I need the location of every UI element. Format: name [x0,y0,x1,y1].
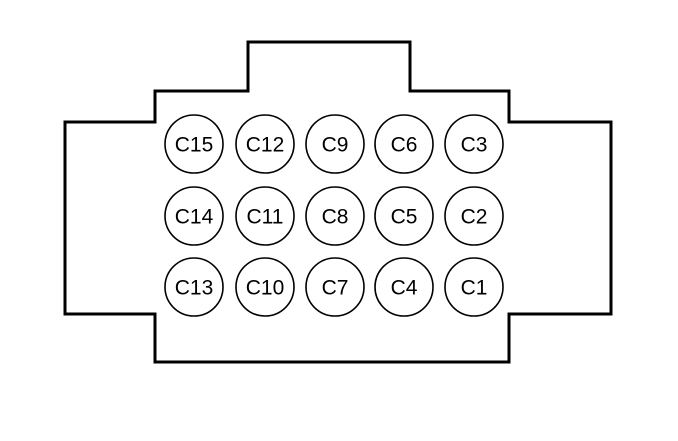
pin-circle [164,257,224,317]
pin-circle [164,114,224,174]
pin-label: C13 [175,277,214,300]
pin-circle [305,257,365,317]
pin-label: C10 [246,277,285,300]
pin-label: C11 [247,206,284,229]
pin-c5: C5 [374,186,434,246]
pin-label: C2 [461,206,488,229]
pin-c9: C9 [305,114,365,174]
pin-circle [235,114,295,174]
pin-label: C12 [246,134,285,157]
pin-circle [164,186,224,246]
pin-label: C5 [391,206,418,229]
pin-c4: C4 [374,257,434,317]
pin-c7: C7 [305,257,365,317]
pin-label: C3 [461,134,488,157]
pin-label: C9 [322,134,349,157]
pin-label: C8 [322,206,349,229]
pin-circle [444,257,504,317]
connector-housing-outline [63,40,613,364]
pin-c10: C10 [235,257,295,317]
pin-c15: C15 [164,114,224,174]
pin-circle [374,114,434,174]
pin-c12: C12 [235,114,295,174]
pin-c13: C13 [164,257,224,317]
pin-c3: C3 [444,114,504,174]
pin-c6: C6 [374,114,434,174]
pin-c14: C14 [164,186,224,246]
pin-label: C14 [175,206,214,229]
pin-circle [374,186,434,246]
pin-circle [305,114,365,174]
pin-label: C6 [391,134,418,157]
pin-label: C15 [175,134,214,157]
pin-circle [235,186,295,246]
pin-c8: C8 [305,186,365,246]
pin-label: C4 [391,277,418,300]
pin-circle [305,186,365,246]
pin-c1: C1 [444,257,504,317]
pin-c11: C11 [235,186,295,246]
pin-circle [444,186,504,246]
pin-circle [444,114,504,174]
pin-circle [235,257,295,317]
pin-label: C1 [461,277,488,300]
pin-label: C7 [322,277,349,300]
pin-circle [374,257,434,317]
pin-c2: C2 [444,186,504,246]
